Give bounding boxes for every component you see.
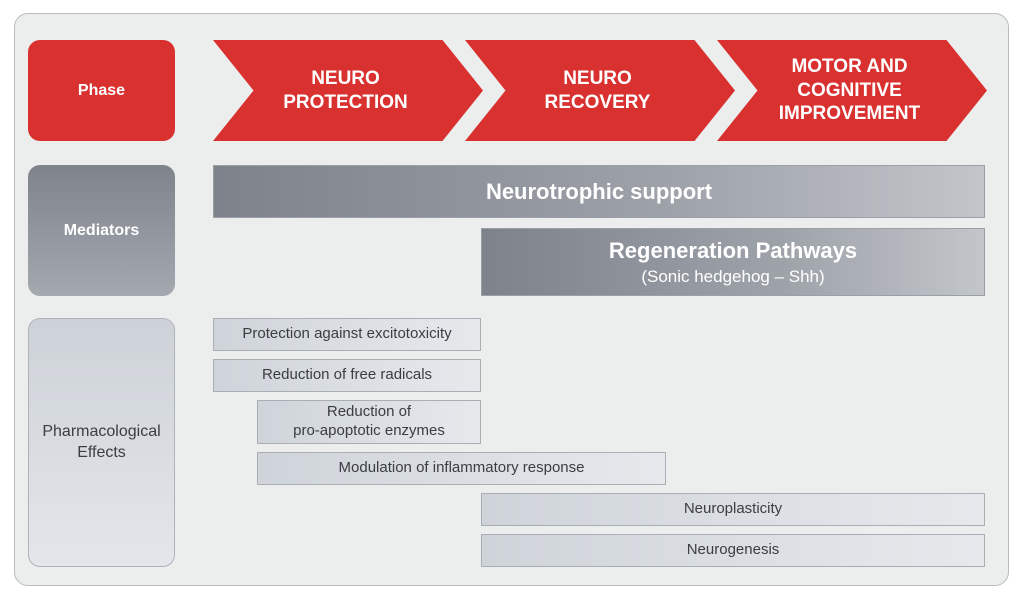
phase-2-line1: NEURO xyxy=(563,67,632,89)
effect-inflammatory-text: Modulation of inflammatory response xyxy=(338,459,585,477)
mediator-neurotrophic-text: Neurotrophic support xyxy=(485,178,713,204)
row-label-pharma-line2: Effects xyxy=(77,443,126,461)
phase-neuro-protection: NEURO PROTECTION xyxy=(213,40,483,141)
effect-pro-apoptotic-enzymes: Reduction of pro-apoptotic enzymes xyxy=(257,400,481,444)
row-label-pharma-line1: Pharmacological xyxy=(42,422,161,440)
effect-apoptotic-line2: pro-apoptotic enzymes xyxy=(293,422,445,439)
mediator-regeneration-title: Regeneration Pathways xyxy=(608,237,858,263)
effect-excitotoxicity: Protection against excitotoxicity xyxy=(213,318,481,351)
effect-neuroplasticity: Neuroplasticity xyxy=(481,493,985,526)
phase-3-line2: COGNITIVE xyxy=(797,79,902,101)
effect-neurogenesis: Neurogenesis xyxy=(481,534,985,567)
effect-free-radicals-text: Reduction of free radicals xyxy=(261,366,433,384)
phase-neuro-recovery: NEURO RECOVERY xyxy=(465,40,735,141)
phase-2-line2: RECOVERY xyxy=(544,91,651,113)
effect-free-radicals: Reduction of free radicals xyxy=(213,359,481,392)
row-label-mediators-text: Mediators xyxy=(63,221,140,239)
effect-neuroplasticity-text: Neuroplasticity xyxy=(683,500,783,518)
mediator-neurotrophic-support: Neurotrophic support xyxy=(213,165,985,218)
phase-3-line3: IMPROVEMENT xyxy=(778,103,921,125)
row-label-phase-text: Phase xyxy=(77,81,126,99)
mediator-regeneration-subtitle: (Sonic hedgehog – Shh) xyxy=(641,266,825,286)
effect-inflammatory-response: Modulation of inflammatory response xyxy=(257,452,666,485)
row-label-mediators: Mediators xyxy=(28,165,175,296)
mediator-regeneration-pathways: Regeneration Pathways (Sonic hedgehog – … xyxy=(481,228,985,296)
phase-3-line1: MOTOR AND xyxy=(791,55,908,77)
effect-excitotoxicity-text: Protection against excitotoxicity xyxy=(242,325,452,343)
effect-neurogenesis-text: Neurogenesis xyxy=(686,541,780,559)
row-label-pharmacological-effects: Pharmacological Effects xyxy=(28,318,175,567)
phase-1-line1: NEURO xyxy=(311,67,380,89)
row-label-phase: Phase xyxy=(28,40,175,141)
phase-1-line2: PROTECTION xyxy=(283,91,408,113)
effect-apoptotic-line1: Reduction of xyxy=(326,403,412,421)
phase-motor-cognitive-improvement: MOTOR AND COGNITIVE IMPROVEMENT xyxy=(717,40,987,141)
